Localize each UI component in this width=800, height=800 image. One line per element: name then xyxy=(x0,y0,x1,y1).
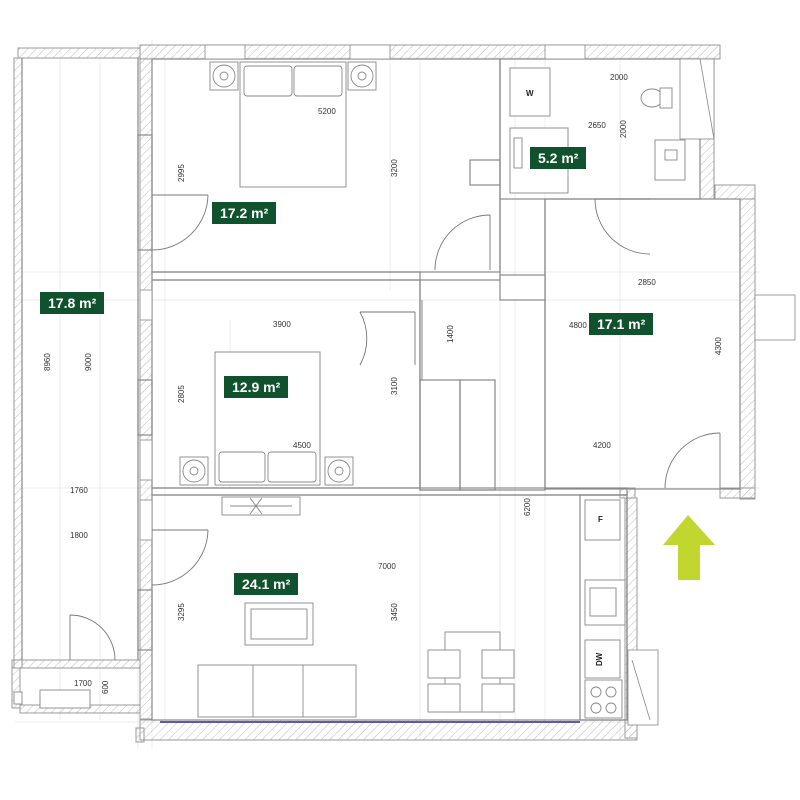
dim-bed1-width: 5200 xyxy=(318,107,336,116)
dim-hall-top: 2850 xyxy=(638,278,656,287)
bathroom-fixtures xyxy=(509,67,686,194)
dim-balcony-width: 1700 xyxy=(74,679,92,688)
dim-loggia-outer: 8960 xyxy=(43,353,52,371)
entrance-arrow-icon xyxy=(663,515,715,580)
kitchen xyxy=(584,499,626,719)
dim-balcony-depth: 600 xyxy=(101,680,110,694)
bedroom1-furniture xyxy=(209,61,377,188)
dim-living-right: 6200 xyxy=(523,498,532,516)
loggia-area-label: 17.8 m² xyxy=(40,292,105,314)
exterior-walls xyxy=(11,44,756,743)
dim-bath-top: 2000 xyxy=(610,73,628,82)
bathroom-area-label: 5.2 m² xyxy=(530,147,587,169)
fridge-label: F xyxy=(598,515,603,524)
dim-living-side: 3295 xyxy=(177,603,186,621)
dim-bed2-bottom: 4500 xyxy=(293,441,311,450)
dim-bed1-depth: 3200 xyxy=(390,159,399,177)
dim-loggia-inner: 9000 xyxy=(84,353,93,371)
construction-lines xyxy=(15,40,760,750)
dim-bed2-depth: 3100 xyxy=(390,377,399,395)
dim-living-depth: 3450 xyxy=(390,603,399,621)
dim-bed2-side: 2805 xyxy=(177,385,186,403)
dim-hall-inner: 4800 xyxy=(569,321,587,330)
dim-living-width: 7000 xyxy=(378,562,396,571)
bedroom2-area-label: 12.9 m² xyxy=(224,376,289,398)
dim-bed2-width: 3900 xyxy=(273,320,291,329)
dim-loggia-w1: 1760 xyxy=(70,486,88,495)
dim-hall-bottom: 4200 xyxy=(593,441,611,450)
washer-label: W xyxy=(526,89,534,98)
bedroom1-area-label: 17.2 m² xyxy=(212,202,277,224)
windows xyxy=(139,44,796,726)
dim-bath-mid: 2650 xyxy=(588,121,606,130)
dishwasher-label: DW xyxy=(595,652,604,666)
dim-bed1-side: 2995 xyxy=(177,164,186,182)
living-furniture xyxy=(197,496,515,718)
living-area-label: 24.1 m² xyxy=(234,573,299,595)
interior-walls xyxy=(21,58,741,721)
balcony xyxy=(13,689,91,709)
hall-area-label: 17.1 m² xyxy=(589,313,654,335)
dim-loggia-w2: 1800 xyxy=(70,531,88,540)
dim-hall-left: 1400 xyxy=(446,325,455,343)
dim-bath-side: 2000 xyxy=(619,120,628,138)
dim-hall-side: 4300 xyxy=(714,337,723,355)
doors xyxy=(69,194,721,661)
bedroom2-furniture xyxy=(179,351,354,486)
